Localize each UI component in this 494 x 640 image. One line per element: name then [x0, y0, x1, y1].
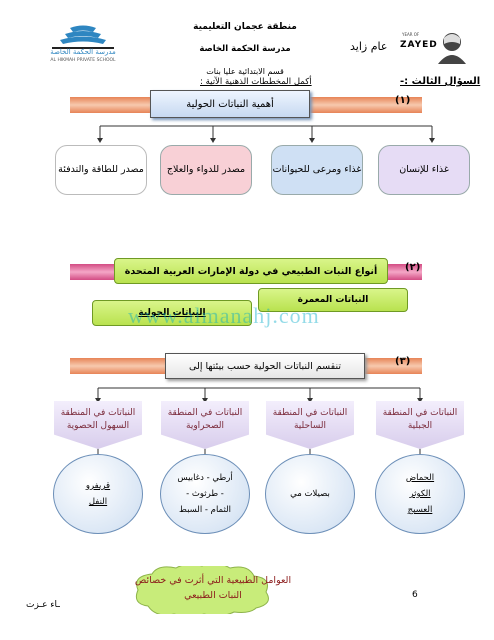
section2-number: (٢)	[405, 262, 421, 273]
mountain-plants-circle: الحماض الكوثر العسيج	[375, 454, 465, 534]
cloud-text: العوامل الطبيعية التي أثرت في خصائص النب…	[134, 575, 292, 601]
section2-title-scroll: أنواع النبات الطبيعي في دولة الإمارات ال…	[114, 258, 388, 284]
plains-plant-1: قريفرو	[85, 480, 111, 491]
importance-item-medicine: مصدر للدواء والعلاج	[160, 145, 252, 195]
section1-title-box: أهمية النباتات الحولية	[150, 90, 310, 118]
region-mountain-label: النباتات في المنطقة الجبلية	[376, 401, 464, 449]
perennial-plants-label: النباتات المعمرة	[297, 295, 369, 305]
desert-plant-2: - طرثوث -	[186, 488, 224, 499]
annual-plants-scroll: النباتات الحولية	[92, 300, 252, 326]
zayed-arabic: عام زايد	[350, 40, 388, 53]
annual-plants-label: النباتات الحولية	[138, 308, 206, 318]
question-number: السؤال الثالث :-	[400, 76, 481, 87]
section1-title: أهمية النباتات الحولية	[186, 98, 274, 110]
perennial-plants-scroll: النباتات المعمرة	[258, 288, 408, 312]
portrait-icon	[438, 33, 466, 64]
author-signature: ـاء عـزت	[26, 600, 60, 610]
importance-item-energy: مصدر للطاقة والتدفئة	[55, 145, 147, 195]
school-logo	[52, 25, 114, 49]
school-logo-caption: مدرسة الحكمة الخاصة	[50, 48, 116, 56]
region-desert-label: النباتات في المنطقة الصحراوية	[161, 401, 249, 449]
header-zone: منطقة عجمان التعليمية	[193, 22, 297, 32]
page-number: 6	[412, 590, 418, 600]
desert-plant-1: أرطي - دغابيس	[177, 472, 233, 483]
plains-plant-2: النفل	[88, 497, 108, 507]
importance-item-animal-food: غذاء ومرعى للحيوانات	[271, 145, 363, 195]
cloud-shape	[135, 566, 269, 614]
section3-title: تنقسم النباتات الحولية حسب بيئتها إلى	[189, 360, 341, 372]
watermark: www.almanahj.com	[128, 303, 320, 328]
coastal-plant-1: بصيلات مي	[290, 488, 330, 499]
school-logo-english: AL HIKMAH PRIVATE SCHOOL	[50, 58, 116, 63]
question-instruction: أكمل المخططات الذهنية الآتية :	[200, 77, 312, 87]
region-coastal-label: النباتات في المنطقة الساحلية	[266, 401, 354, 449]
region-plains-label: النباتات في المنطقة السهول الحصوية	[54, 401, 142, 449]
coastal-plants-circle: بصيلات مي	[265, 454, 355, 534]
mountain-plant-2: الكوثر	[409, 488, 431, 499]
plains-plants-circle: قريفرو النفل	[53, 454, 143, 534]
mountain-plant-1: الحماض	[405, 472, 435, 483]
header-school: مدرسة الحكمة الخاصة	[199, 44, 291, 54]
section3-number: (٣)	[395, 356, 411, 367]
year-of-label: YEAR OF	[402, 32, 420, 37]
desert-plants-circle: أرطي - دغابيس - طرثوث - الثمام - السبط	[160, 454, 250, 534]
mountain-plant-3: العسيج	[407, 505, 433, 516]
desert-plant-3: الثمام - السبط	[179, 505, 231, 516]
header-department: قسم الابتدائية عليا بنات	[206, 67, 284, 76]
section3-title-box: تنقسم النباتات الحولية حسب بيئتها إلى	[165, 353, 365, 379]
year-of-zayed-logo: YEAR OF ZAYED عام زايد	[350, 28, 470, 64]
section2-title: أنواع النبات الطبيعي في دولة الإمارات ال…	[124, 265, 378, 277]
section1-number: (١)	[395, 95, 411, 106]
importance-item-human-food: غذاء للإنسان	[378, 145, 470, 195]
zayed-english: ZAYED	[400, 40, 438, 50]
